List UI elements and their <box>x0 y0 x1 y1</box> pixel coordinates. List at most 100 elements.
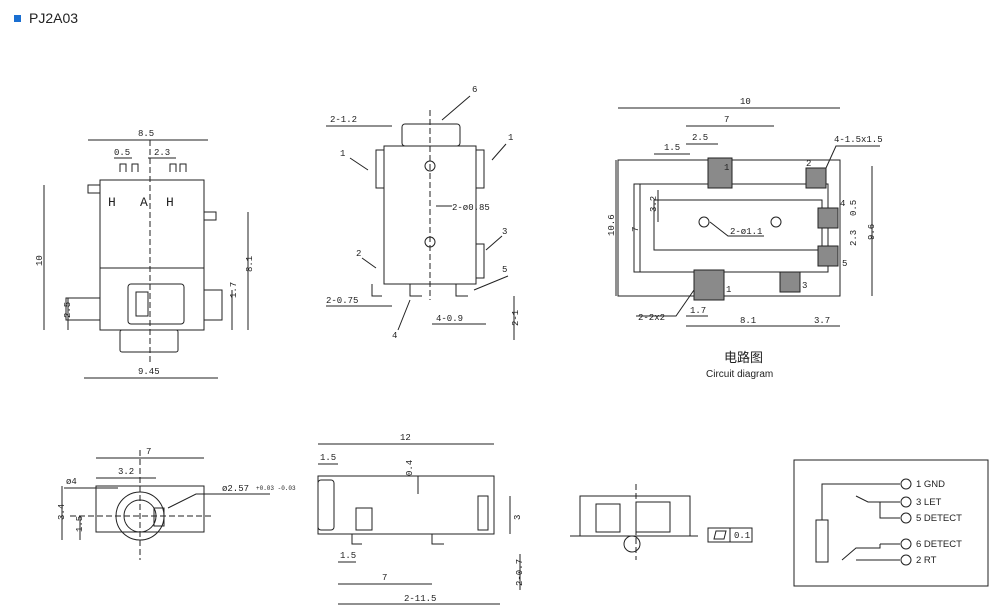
side-callout-4: 4 <box>392 331 397 341</box>
pcb-pad-label-2: 2 <box>806 159 811 169</box>
bp-round <box>623 535 641 553</box>
side-view-right-tab <box>475 149 485 189</box>
pcb-pad-label-1b: 1 <box>726 285 731 295</box>
side-view-right-tab-2 <box>475 243 485 279</box>
bs-rear-tab <box>477 495 489 531</box>
pcb-hole-left <box>698 216 710 228</box>
bs-dim-left: 1.5 <box>320 453 336 463</box>
bp-cavity-left <box>595 503 621 533</box>
bottom-front-labels: 7 ø4 3.2 ø2.57 +0.03 -0.03 3.4 1.5 <box>57 447 296 532</box>
flatness-value: 0.1 <box>734 531 750 541</box>
pcb-pad-1-bottom <box>693 269 725 301</box>
front-view-right-leg <box>203 289 223 321</box>
pcb-pad-2 <box>805 167 827 189</box>
bullet-square-icon <box>14 14 21 22</box>
bf-dim-low: 1.5 <box>75 516 85 532</box>
bf-pin <box>153 507 165 527</box>
bf-dim-tol: +0.03 -0.03 <box>256 485 296 492</box>
pcb-dim-bottom-pad: 2-2x2 <box>638 313 665 323</box>
bs-body <box>317 475 495 535</box>
pcb-layout <box>615 107 880 327</box>
bs-dim-right-v: 2-0.7 <box>515 559 525 586</box>
bf-dim-pin: ø2.57 <box>222 484 249 494</box>
schematic <box>793 459 989 587</box>
schematic-pin-3: 3 LET <box>916 497 942 508</box>
side-view-labels: 2-1.2 2-ø0.85 2-0.75 4-0.9 2-1 6 1 1 2 3… <box>326 85 521 341</box>
bottom-side-view <box>317 443 521 605</box>
bp-cavity-right <box>635 501 671 533</box>
bs-dim-top-off: 0.4 <box>405 460 415 476</box>
bf-leaders <box>64 487 270 509</box>
product-title-text: PJ2A03 <box>29 10 79 26</box>
schematic-terminal-3 <box>900 496 912 508</box>
pcb-dim-total: 10 <box>740 97 751 107</box>
front-dim-right: 8.1 <box>245 256 255 272</box>
front-view-pins <box>119 163 187 172</box>
side-view-legs <box>371 284 468 297</box>
pcb-dim-pad-size: 4-1.5x1.5 <box>834 135 883 145</box>
schematic-terminal-2 <box>900 554 912 566</box>
front-dim-bottom: 9.45 <box>138 367 160 377</box>
bs-dim-height: 3 <box>513 515 523 520</box>
pcb-dim-holes: 2-ø1.1 <box>730 227 762 237</box>
bottom-profile-view <box>570 484 753 560</box>
side-callout-5: 5 <box>502 265 507 275</box>
schematic-jack-body <box>815 519 829 563</box>
pcb-pad-label-4: 4 <box>840 199 845 209</box>
front-dim-left: 0.5 <box>114 148 130 158</box>
schematic-terminal-6 <box>900 538 912 550</box>
side-callout-1-right: 1 <box>508 133 513 143</box>
bs-latch <box>355 507 373 531</box>
front-dim-small: 1.7 <box>229 282 239 298</box>
pcb-pad-1-top <box>707 157 733 189</box>
front-mark-3: H <box>166 195 174 210</box>
front-view <box>43 139 249 379</box>
bs-barrel <box>317 479 335 531</box>
front-mark-2: A <box>140 195 148 210</box>
circuit-diagram-caption-cn: 电路图 <box>724 350 763 366</box>
bs-legs <box>351 534 444 545</box>
front-view-right-tab <box>203 211 217 221</box>
schematic-frame <box>793 459 989 587</box>
pcb-dim-bottom-r: 3.7 <box>814 316 830 326</box>
schematic-pin-6: 6 DETECT <box>916 539 962 550</box>
schematic-pin-1: 1 GND <box>916 479 945 490</box>
bf-dim-h: 3.4 <box>57 504 67 520</box>
schematic-wire-3 <box>855 495 900 503</box>
pcb-leaders <box>636 145 880 317</box>
pcb-pad-label-5: 5 <box>842 259 847 269</box>
schematic-wire-2 <box>841 544 900 561</box>
bs-dim-mid: 7 <box>382 573 387 583</box>
bottom-profile-labels: 0.1 <box>734 531 750 541</box>
pcb-dim-height: 10.6 <box>607 214 617 236</box>
side-callout-2: 2 <box>356 249 361 259</box>
schematic-pin-2: 2 RT <box>916 555 937 566</box>
bs-dim-length: 12 <box>400 433 411 443</box>
schematic-wire-1 <box>821 483 900 520</box>
side-callout-1-left: 1 <box>340 149 345 159</box>
side-view-top-cap <box>401 123 461 147</box>
side-dim-bottom-left: 2-0.75 <box>326 296 358 306</box>
pcb-dim-hole-off: 3.2 <box>649 196 659 212</box>
bf-dim-dia: ø4 <box>66 477 77 487</box>
schematic-pin-5: 5 DETECT <box>916 513 962 524</box>
side-dim-tab: 2-1.2 <box>330 115 357 125</box>
side-callout-6: 6 <box>472 85 477 95</box>
pcb-pads <box>693 157 839 301</box>
pcb-dim-pad-pitch: 2.3 <box>849 230 859 246</box>
circuit-diagram-caption-en: Circuit diagram <box>706 369 773 380</box>
pcb-dim-bottom-w: 8.1 <box>740 316 756 326</box>
pcb-labels: 10 7 2.5 1.5 4-1.5x1.5 0.5 10.6 7 3.2 2-… <box>607 97 883 380</box>
front-view-left-leg <box>65 297 101 321</box>
front-dim-height: 10 <box>35 255 45 266</box>
pcb-pad-5 <box>817 245 839 267</box>
front-view-left-tab <box>87 184 101 194</box>
pcb-pad-label-3: 3 <box>802 281 807 291</box>
front-dim-leftleg: 2.5 <box>63 302 73 318</box>
side-callout-3: 3 <box>502 227 507 237</box>
bf-dim-off: 3.2 <box>118 467 134 477</box>
side-dim-right-v: 2-1 <box>511 310 521 326</box>
front-view-labels: 8.5 0.5 2.3 10 8.1 1.7 2.5 9.45 H A H <box>35 129 255 377</box>
side-dim-bottom-right: 4-0.9 <box>436 314 463 324</box>
pcb-pad-3 <box>779 271 801 293</box>
